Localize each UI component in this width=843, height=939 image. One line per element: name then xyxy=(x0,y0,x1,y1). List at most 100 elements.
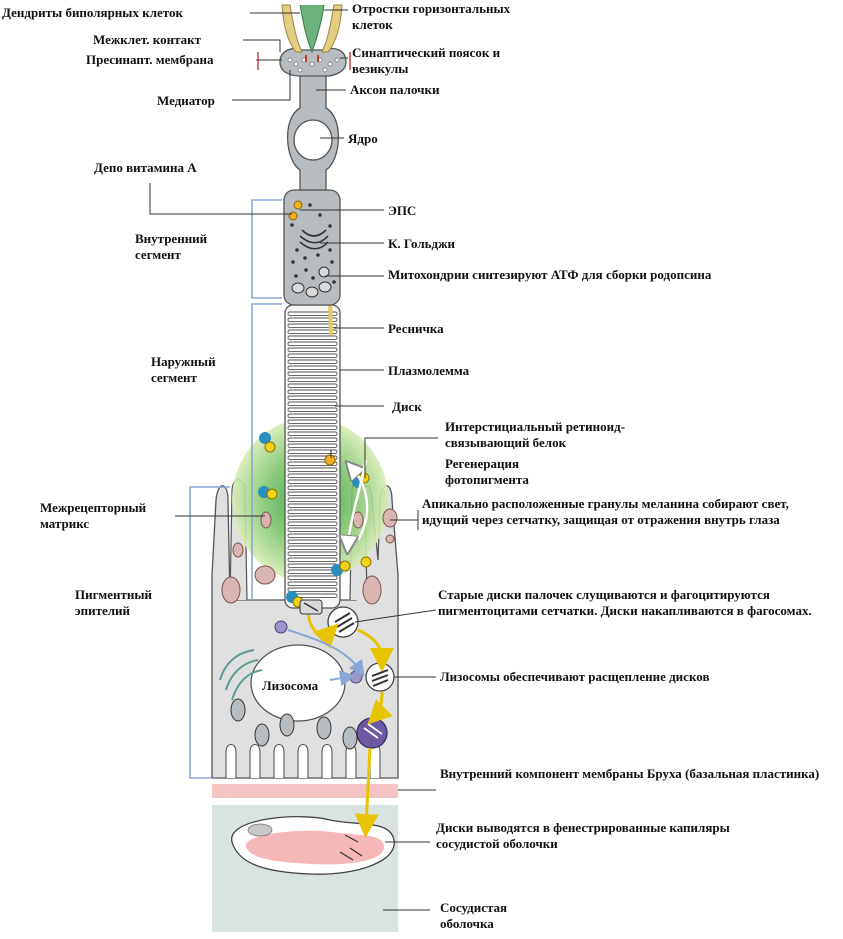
pe-basal-infoldings xyxy=(225,743,381,778)
vitamin-a-depot-2 xyxy=(288,211,298,221)
granule xyxy=(328,224,332,228)
disk xyxy=(287,491,338,496)
phagocytosis-arrow-1 xyxy=(306,611,339,649)
label-disk: Диск xyxy=(392,399,422,414)
label-mito: Митохондрии синтезируют АТФ для сборки р… xyxy=(388,267,712,282)
disk xyxy=(287,473,338,478)
golgi xyxy=(299,229,329,250)
disk xyxy=(287,467,338,472)
disk xyxy=(287,365,338,370)
disk xyxy=(287,575,338,580)
disk xyxy=(287,323,338,328)
regeneration-arrow xyxy=(352,468,369,541)
label-cilium: Ресничка xyxy=(388,321,444,336)
disk xyxy=(287,359,338,364)
label-bruch: Внутренний компонент мембраны Бруха (баз… xyxy=(440,766,820,781)
granule xyxy=(328,248,332,252)
disk xyxy=(287,371,338,376)
disk xyxy=(287,479,338,484)
label-matrix: Межрецепторный матрикс xyxy=(40,500,147,531)
disk xyxy=(287,557,338,562)
cilium xyxy=(328,299,333,336)
label-presynaptic: Пресинапт. мембрана xyxy=(86,52,214,67)
granule xyxy=(330,260,334,264)
disk xyxy=(287,503,338,508)
capillary-lumen xyxy=(245,830,385,865)
disk xyxy=(287,449,338,454)
rod-nucleus xyxy=(293,119,333,161)
regeneration-arrow-2 xyxy=(348,459,368,545)
label-dendrites: Дендриты биполярных клеток xyxy=(2,5,183,20)
outer-segment-disks xyxy=(287,311,338,598)
disk xyxy=(287,431,338,436)
disk xyxy=(287,521,338,526)
label-synaptic-belt: Синаптический поясок и везикулы xyxy=(352,45,501,76)
label-plasmalemma: Плазмолемма xyxy=(388,363,470,378)
granule xyxy=(295,248,299,252)
disk xyxy=(287,527,338,532)
phagosome-1 xyxy=(327,606,359,638)
disk xyxy=(287,545,338,550)
synaptic-ribbon xyxy=(305,55,319,62)
granule xyxy=(303,256,307,260)
disk xyxy=(287,401,338,406)
granule xyxy=(318,213,322,217)
disk xyxy=(287,413,338,418)
disk xyxy=(287,437,338,442)
disk xyxy=(287,377,338,382)
disk-export-arrow xyxy=(354,747,379,838)
label-pigment-epithelium: Пигментный эпителий xyxy=(75,587,152,618)
label-irbp: Интерстициальный ретиноид-связывающий бе… xyxy=(445,419,626,450)
disk xyxy=(287,317,338,322)
label-outer-segment: Наружный сегмент xyxy=(151,354,216,385)
pe-mitochondria xyxy=(230,698,358,750)
disk xyxy=(287,311,338,316)
shed-disk-packet xyxy=(299,599,323,615)
disk xyxy=(287,551,338,556)
disk xyxy=(287,425,338,430)
granule xyxy=(294,274,298,278)
disk xyxy=(287,569,338,574)
small-lysosome-1 xyxy=(274,620,288,634)
bruch-membrane xyxy=(212,784,398,798)
label-contact: Межклет. контакт xyxy=(93,32,201,47)
red-markers xyxy=(257,52,351,70)
label-lysosome: Лизосома xyxy=(262,678,319,693)
disk xyxy=(287,509,338,514)
bipolar-dendrite xyxy=(299,4,325,54)
granule xyxy=(291,260,295,264)
phagosome-1-disks xyxy=(334,612,355,633)
capillary-nucleus xyxy=(247,823,273,837)
inner-segment-granules xyxy=(290,203,336,284)
phagocytosis-arrow-3 xyxy=(367,691,393,725)
granule xyxy=(304,268,308,272)
disk xyxy=(287,485,338,490)
disk xyxy=(287,347,338,352)
segment-brackets xyxy=(189,199,282,779)
disk xyxy=(287,563,338,568)
phagocytosis-arrow-2 xyxy=(357,628,394,672)
disk xyxy=(287,329,338,334)
leader-lines xyxy=(149,9,438,911)
lysosome-disks xyxy=(363,723,383,739)
disk xyxy=(287,353,338,358)
disk xyxy=(287,407,338,412)
label-lysosomes-digest: Лизосомы обеспечивают расщепление дисков xyxy=(440,669,710,684)
disk xyxy=(287,497,338,502)
disk xyxy=(287,395,338,400)
label-vitamin-a: Депо витамина А xyxy=(94,160,197,175)
granule xyxy=(316,253,320,257)
label-mediator: Медиатор xyxy=(157,93,215,108)
disk xyxy=(287,515,338,520)
disk xyxy=(287,335,338,340)
label-golgi: К. Гольджи xyxy=(388,236,456,251)
disk xyxy=(287,533,338,538)
granule xyxy=(311,276,315,280)
melanin-granules xyxy=(221,508,398,605)
label-fenestrated: Диски выводятся в фенестрированные капил… xyxy=(436,820,730,851)
horizontal-process-left xyxy=(281,4,303,53)
label-old-disks: Старые диски палочек слущиваются и фагоц… xyxy=(438,587,812,618)
disk xyxy=(287,341,338,346)
